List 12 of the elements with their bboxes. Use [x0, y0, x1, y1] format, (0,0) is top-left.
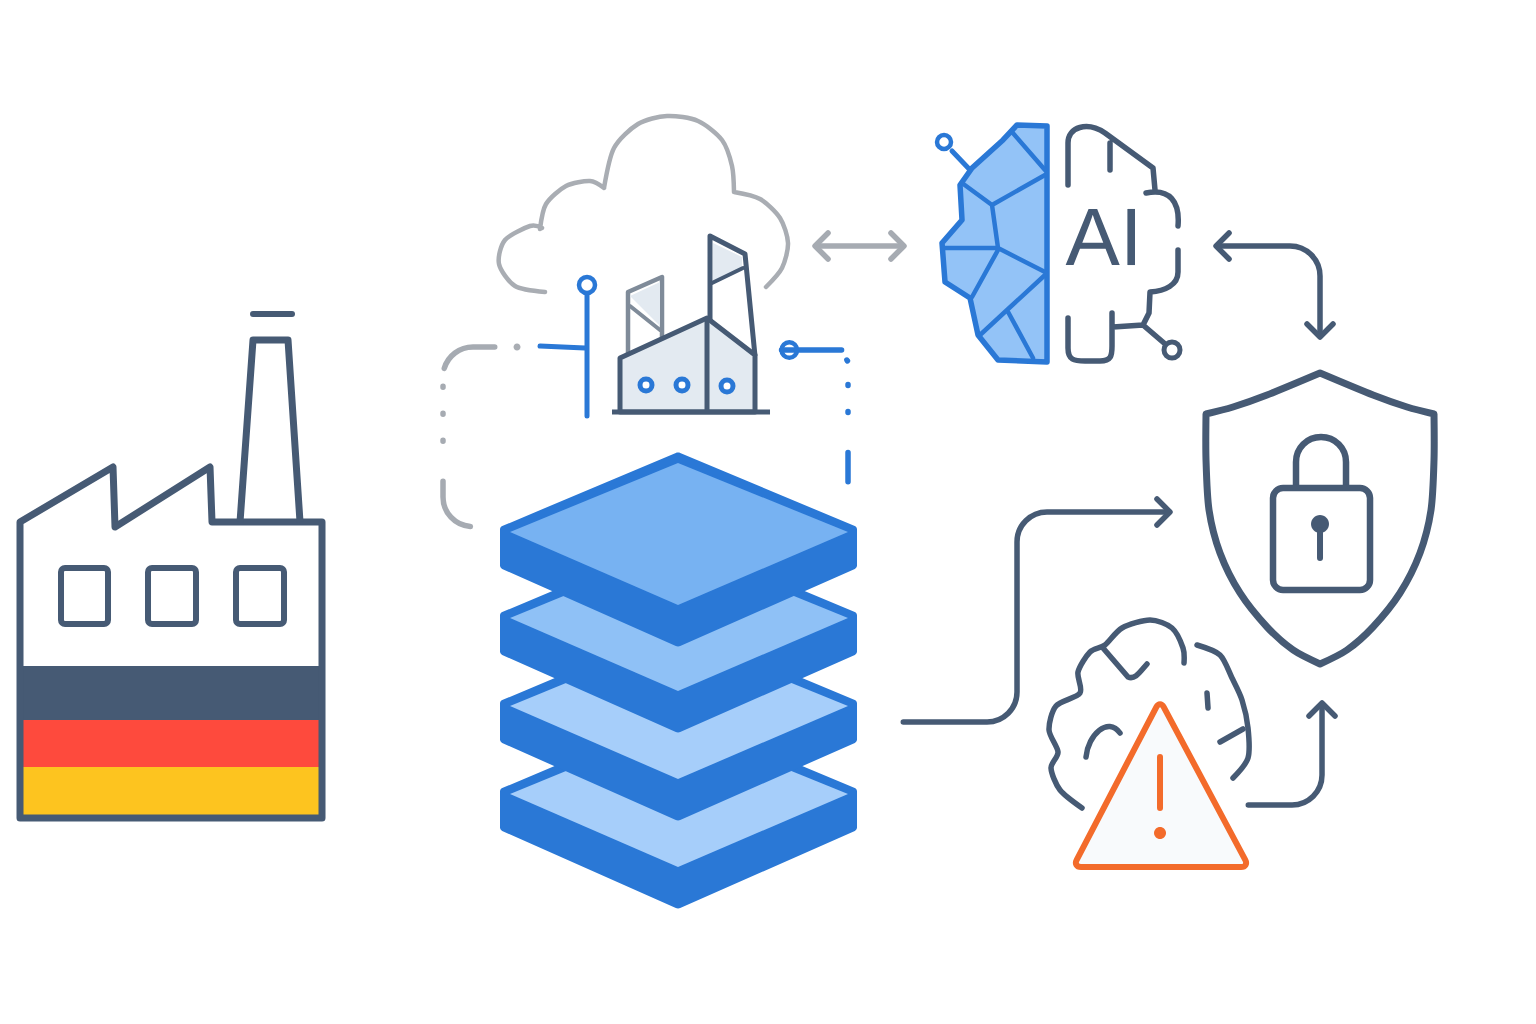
cloud-factory-icon: [496, 113, 791, 419]
dashed-line: [778, 340, 851, 485]
arrow: [900, 496, 1173, 725]
icon-label: AI: [1065, 208, 1135, 266]
arrow: [1245, 700, 1338, 808]
brain-warning-icon: [1046, 617, 1252, 870]
shield-lock-icon: [1202, 369, 1438, 668]
factory-icon: [16, 311, 326, 822]
arrow: [812, 230, 907, 262]
arrow: [1213, 230, 1336, 340]
dashed-line: [440, 344, 498, 530]
layer-stack-icon: [500, 452, 857, 909]
